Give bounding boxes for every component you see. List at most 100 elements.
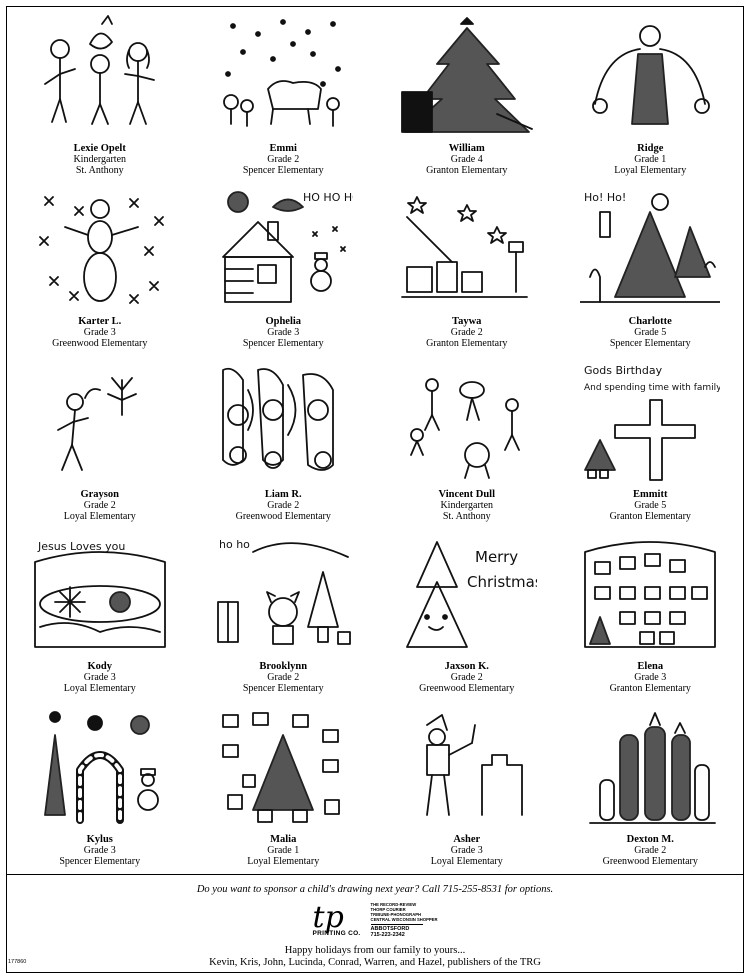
drawing-card: HO HO HO Ophelia Grade 3 Spencer Element… [192,181,376,354]
artist-name: Asher [453,834,481,846]
logo-caption: PRINTING CO. [312,930,361,937]
artist-name: Ophelia [265,315,302,327]
artist-school: St. Anthony [442,510,491,522]
artist-grade: Grade 2 [83,499,116,511]
printing-co-logo: tp PRINTING CO. [312,900,361,938]
drawing-caption-text: ho ho [219,538,250,551]
newspaper-name: TRIBUNE-PHONOGRAPH [370,912,422,917]
drawing-caption-text: Gods Birthday [584,364,663,377]
newspaper-name: CENTRAL WISCONSIN SHOPPER [370,917,438,922]
logo-rule [370,924,423,925]
artist-name: William [448,143,485,154]
newspaper-name: THE RECORD-REVIEW [370,902,417,907]
artist-school: Greenwood Elementary [419,683,515,695]
child-drawing-house-snowman: HO HO HO [222,191,353,303]
drawing-card: Grayson Grade 2 Loyal Elementary [8,354,192,527]
drawing-card: Kylus Grade 3 Spencer Elementary [8,699,192,872]
artist-grade: Grade 5 [634,326,667,338]
artist-grade: Grade 2 [634,845,667,857]
artist-grade: Grade 2 [450,672,483,684]
child-drawing-cat-presents: ho ho [217,538,352,646]
artist-school: Spencer Elementary [242,683,324,695]
holiday-greeting: Happy holidays from our family to yours.… [284,945,466,956]
artist-name: Elena [637,661,664,673]
child-drawing-nativity: Jesus Loves you [33,540,166,649]
logo-mark: tp [312,900,344,935]
artist-name: Grayson [80,488,119,500]
child-drawing-scribbled-figures [222,367,335,471]
artist-name: Ridge [637,143,664,154]
artist-grade: Grade 2 [450,326,483,338]
artist-name: Kylus [86,834,113,846]
footer-divider [6,874,744,875]
drawing-card: Karter L. Grade 3 Greenwood Elementary [8,181,192,354]
artist-name: Malia [270,834,297,846]
child-drawing-tree-windows [222,712,341,824]
sponsor-call-text: Do you want to sponsor a child's drawing… [196,884,554,895]
artist-grade: Grade 1 [634,154,667,165]
artist-grade: Kindergarten [73,154,127,165]
artist-school: Loyal Elementary [63,683,136,695]
drawing-card: Merry Christmas Jaxson K. Grade 2 Greenw… [375,526,559,699]
artist-grade: Grade 2 [267,499,300,511]
artist-name: Kody [87,661,112,673]
artist-grade: Grade 2 [267,672,300,684]
artist-school: Granton Elementary [426,165,508,176]
child-drawing-town-stars [400,195,528,298]
city-name: ABBOTSFORD [370,926,410,932]
child-drawing-figure-tree [56,376,137,471]
artist-grade: Grade 3 [83,672,116,684]
child-drawing-candy-cane [43,711,159,825]
artist-school: Loyal Elementary [430,856,503,868]
child-drawing-elf-chimney [425,714,523,817]
artist-school: Spencer Elementary [242,165,324,176]
artist-name: Lexie Opelt [73,143,126,154]
artist-name: Jaxson K. [444,661,489,673]
artist-school: Granton Elementary [426,337,508,349]
child-drawing-snow-scene [223,19,342,127]
child-drawing-building-windows [584,541,717,649]
drawing-caption-text: Merry [475,548,518,566]
artist-name: Vincent Dull [438,488,496,500]
artist-name: Taywa [452,315,482,327]
printer-logo: tp PRINTING CO. THE RECORD-REVIEW THORP … [6,901,744,939]
drawings-grid: Lexie Opelt Kindergarten St. Anthony Emm… [8,8,742,872]
artist-grade: Grade 5 [634,499,667,511]
publisher-signoff: Kevin, Kris, John, Lucinda, Conrad, Warr… [209,957,541,968]
ad-number: 177860 [8,959,27,965]
newspaper-name: THORP COURIER [370,907,406,912]
child-drawing-figures [43,15,155,125]
drawing-caption-text-2: And spending time with family [584,383,720,393]
drawing-caption-text: Jesus Loves you [37,540,125,553]
drawing-card: Gods Birthday And spending time with fam… [559,354,743,527]
child-drawing-figures-crowd [589,712,717,825]
page-frame [6,6,744,973]
artist-school: Granton Elementary [609,683,691,695]
artist-school: Greenwood Elementary [52,337,148,349]
drawing-caption-text: HO HO HO [303,191,353,204]
artist-school: Spencer Elementary [59,856,141,868]
child-drawing-christmas-tree [400,17,533,133]
artist-school: Loyal Elementary [247,856,320,868]
drawing-card: Dexton M. Grade 2 Greenwood Elementary [559,699,743,872]
child-drawing-snowman-snowflakes [38,195,164,304]
artist-school: Granton Elementary [609,510,691,522]
artist-grade: Grade 3 [267,326,300,338]
artist-grade: Grade 3 [83,845,116,857]
phone-number: 715-223-2342 [370,932,405,938]
artist-school: Spencer Elementary [609,337,691,349]
child-drawing-merry-christmas: Merry Christmas [405,541,537,649]
drawing-caption-text-2: Christmas [467,573,537,591]
artist-name: Brooklynn [259,661,308,673]
artist-grade: Grade 4 [450,154,483,165]
artist-grade: Grade 1 [267,845,300,857]
drawing-card: Emmi Grade 2 Spencer Elementary [192,8,376,181]
child-drawing-family-figures [409,377,520,479]
artist-name: Dexton M. [626,834,674,846]
drawing-card: Liam R. Grade 2 Greenwood Elementary [192,354,376,527]
artist-name: Liam R. [264,488,302,500]
artist-name: Emmitt [633,488,668,500]
drawing-card: Asher Grade 3 Loyal Elementary [375,699,559,872]
artist-grade: Grade 2 [267,154,300,165]
drawing-card: Ridge Grade 1 Loyal Elementary [559,8,743,181]
